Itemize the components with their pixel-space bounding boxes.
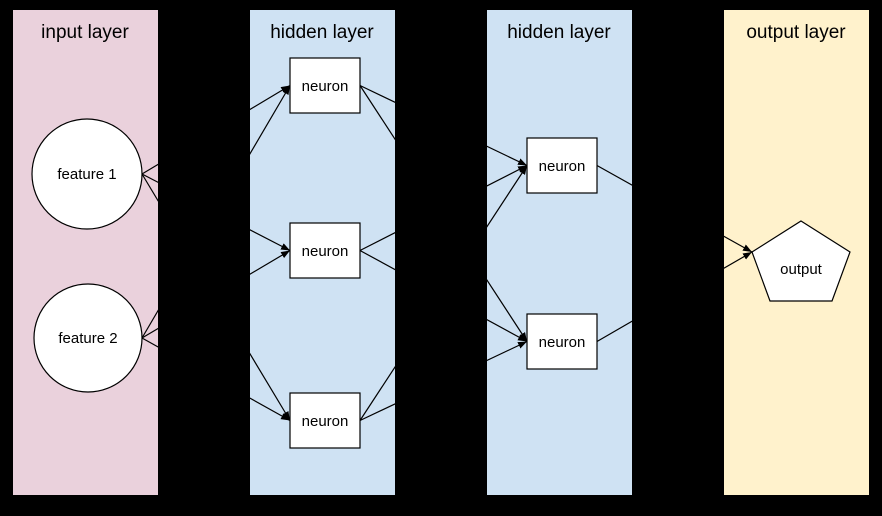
hidden1-neuron-1-node: neuron bbox=[289, 57, 361, 114]
hidden-layer-2-title: hidden layer bbox=[507, 22, 611, 43]
hidden1-neuron-1-label: neuron bbox=[302, 78, 349, 95]
hidden1-neuron-3-rect bbox=[289, 392, 361, 449]
input-layer-panel bbox=[13, 10, 158, 495]
hidden2-neuron-1-rect bbox=[526, 137, 598, 194]
edge-hidden1n1-hidden2n2 bbox=[359, 85, 528, 342]
edge-hidden1n3-hidden2n1 bbox=[359, 165, 528, 421]
hidden2-neuron-2-node: neuron bbox=[526, 313, 598, 370]
edge-feature2-hidden1n1 bbox=[141, 85, 291, 339]
edge-hidden2n1-output bbox=[596, 164, 753, 253]
edge-hidden1n2-hidden2n1 bbox=[359, 164, 528, 252]
hidden2-neuron-2-label: neuron bbox=[539, 334, 586, 351]
hidden2-neuron-1-label: neuron bbox=[539, 158, 586, 175]
feature-1-label: feature 1 bbox=[57, 166, 116, 183]
output-pentagon bbox=[751, 220, 851, 302]
hidden-layer-1-title: hidden layer bbox=[270, 22, 374, 43]
edge-feature1-hidden1n1 bbox=[141, 84, 291, 175]
output-layer-title: output layer bbox=[746, 22, 846, 43]
edge-hidden1n2-hidden2n2 bbox=[359, 249, 528, 343]
hidden2-neuron-1-node: neuron bbox=[526, 137, 598, 194]
hidden-layer-2-panel bbox=[487, 10, 632, 495]
edges bbox=[141, 84, 753, 422]
hidden1-neuron-2-label: neuron bbox=[302, 243, 349, 260]
edge-hidden1n1-hidden2n1 bbox=[359, 84, 528, 167]
layer-titles: input layer hidden layer hidden layer ou… bbox=[41, 22, 846, 43]
feature-2-node: feature 2 bbox=[33, 283, 143, 393]
input-layer-title: input layer bbox=[41, 22, 129, 43]
output-node: output bbox=[751, 220, 851, 302]
nodes: feature 1 feature 2 neuron neuron neuron… bbox=[31, 57, 851, 449]
edge-feature2-hidden1n3 bbox=[141, 337, 291, 422]
hidden1-neuron-2-node: neuron bbox=[289, 222, 361, 279]
edge-feature1-hidden1n3 bbox=[141, 173, 291, 421]
hidden1-neuron-2-rect bbox=[289, 222, 361, 279]
feature-2-label: feature 2 bbox=[58, 330, 117, 347]
edge-hidden2n2-output bbox=[596, 251, 753, 343]
feature-1-node: feature 1 bbox=[31, 118, 143, 230]
hidden1-neuron-3-node: neuron bbox=[289, 392, 361, 449]
output-label: output bbox=[780, 261, 823, 278]
edge-hidden1n3-hidden2n2 bbox=[359, 340, 528, 422]
hidden1-neuron-3-label: neuron bbox=[302, 413, 349, 430]
hidden1-neuron-1-rect bbox=[289, 57, 361, 114]
edge-feature2-hidden1n2 bbox=[141, 249, 291, 339]
